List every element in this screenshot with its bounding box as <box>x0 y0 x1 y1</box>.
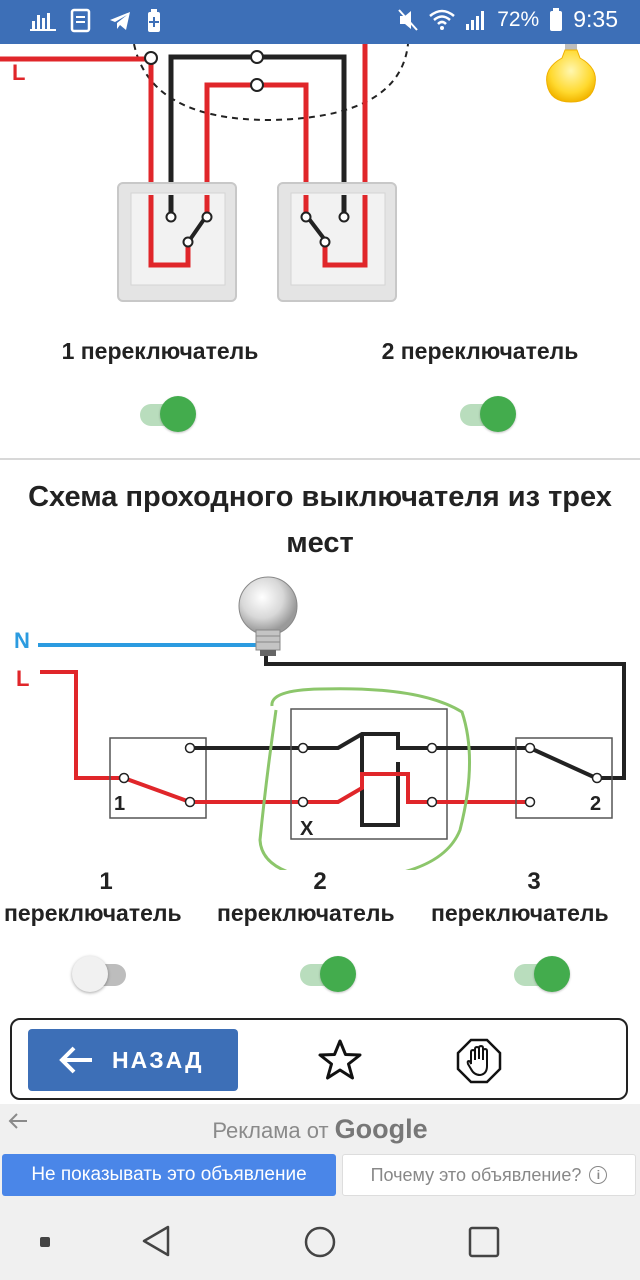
wire-label-l: L <box>12 60 25 85</box>
switch-plate-1 <box>117 182 237 302</box>
switch-plate-2 <box>277 182 397 302</box>
switch3-1-toggle[interactable] <box>72 954 132 994</box>
google-logo: Google <box>334 1114 428 1144</box>
three-way-switch-diagram: N L 1 X <box>14 576 626 870</box>
why-ad-button[interactable]: Почему это объявление? i <box>342 1154 636 1196</box>
switch-box-cross-mark: X <box>300 818 314 840</box>
highlight-circle <box>258 687 471 870</box>
ad-back-arrow-icon[interactable] <box>8 1110 28 1136</box>
clock: 9:35 <box>573 6 618 32</box>
nav-recents-icon[interactable] <box>466 1224 502 1260</box>
wifi-icon <box>429 9 456 30</box>
switch3-2-number: 2 <box>313 868 327 895</box>
status-notification-icons <box>30 8 162 34</box>
switch1-toggle[interactable] <box>138 394 198 434</box>
two-way-switch-diagram: L <box>0 44 409 302</box>
status-system-icons: 72% 9:35 <box>397 6 618 33</box>
chart-notification-icon <box>30 13 56 31</box>
bottom-toolbar: НАЗАД <box>10 1018 628 1100</box>
switch3-2-label: переключатель <box>217 900 395 926</box>
mute-icon <box>398 8 418 31</box>
toggle-knob <box>320 956 356 992</box>
switch-box-3: 2 <box>515 737 613 819</box>
telegram-icon <box>110 12 130 30</box>
battery-icon <box>550 7 563 31</box>
junction-box-outline <box>133 44 409 122</box>
nav-dot-icon <box>40 1237 50 1247</box>
switch2-label: 2 переключатель <box>381 338 579 364</box>
wire-l-red <box>40 670 124 780</box>
switch1-label: 1 переключатель <box>61 338 259 364</box>
switch-box-1: 1 <box>109 737 207 819</box>
switch3-1-label: переключатель <box>4 900 182 926</box>
system-navigation-bar <box>0 1200 640 1280</box>
wire-label-l3: L <box>16 666 29 691</box>
switch3-2-toggle[interactable] <box>298 954 358 994</box>
info-icon: i <box>589 1166 608 1184</box>
star-icon[interactable] <box>318 1038 362 1082</box>
toggle-knob <box>160 396 196 432</box>
stop-hand-icon[interactable] <box>456 1038 502 1084</box>
wire-label-n: N <box>14 628 30 653</box>
arrow-left-icon <box>59 1046 92 1074</box>
ad-banner: Реклама от Google Не показывать это объя… <box>0 1104 640 1200</box>
toggle-knob <box>480 396 516 432</box>
back-button[interactable]: НАЗАД <box>28 1029 238 1091</box>
back-button-label: НАЗАД <box>112 1046 204 1073</box>
wire-lamp-return <box>264 655 626 780</box>
nav-home-icon[interactable] <box>302 1224 338 1260</box>
switch-box-cross: X <box>290 708 448 840</box>
toggle-knob <box>534 956 570 992</box>
signal-icon <box>466 10 485 30</box>
switch-box-3-number: 2 <box>590 793 601 815</box>
section-divider <box>0 458 640 460</box>
document-notification-icon <box>70 8 91 33</box>
battery-percent: 72% <box>497 7 540 31</box>
hide-ad-button[interactable]: Не показывать это объявление <box>2 1154 336 1196</box>
switch2-toggle[interactable] <box>458 394 518 434</box>
switch3-3-number: 3 <box>527 868 541 895</box>
three-location-title: Схема проходного выключателя из трех мес… <box>28 481 612 559</box>
ad-header: Реклама от Google <box>0 1114 640 1145</box>
switch3-3-label: переключатель <box>431 900 609 926</box>
battery-saver-icon <box>148 9 160 32</box>
status-bar: 72% 9:35 <box>0 0 640 44</box>
lit-bulb-icon <box>546 44 596 103</box>
switch3-1-number: 1 <box>99 868 113 895</box>
nav-back-icon[interactable] <box>140 1224 174 1258</box>
why-ad-label: Почему это объявление? <box>370 1164 582 1185</box>
toggle-knob <box>72 956 108 992</box>
switch3-3-toggle[interactable] <box>512 954 572 994</box>
ad-header-prefix: Реклама от <box>212 1118 329 1143</box>
switch-box-1-number: 1 <box>114 793 125 815</box>
unlit-bulb-icon <box>238 576 298 656</box>
